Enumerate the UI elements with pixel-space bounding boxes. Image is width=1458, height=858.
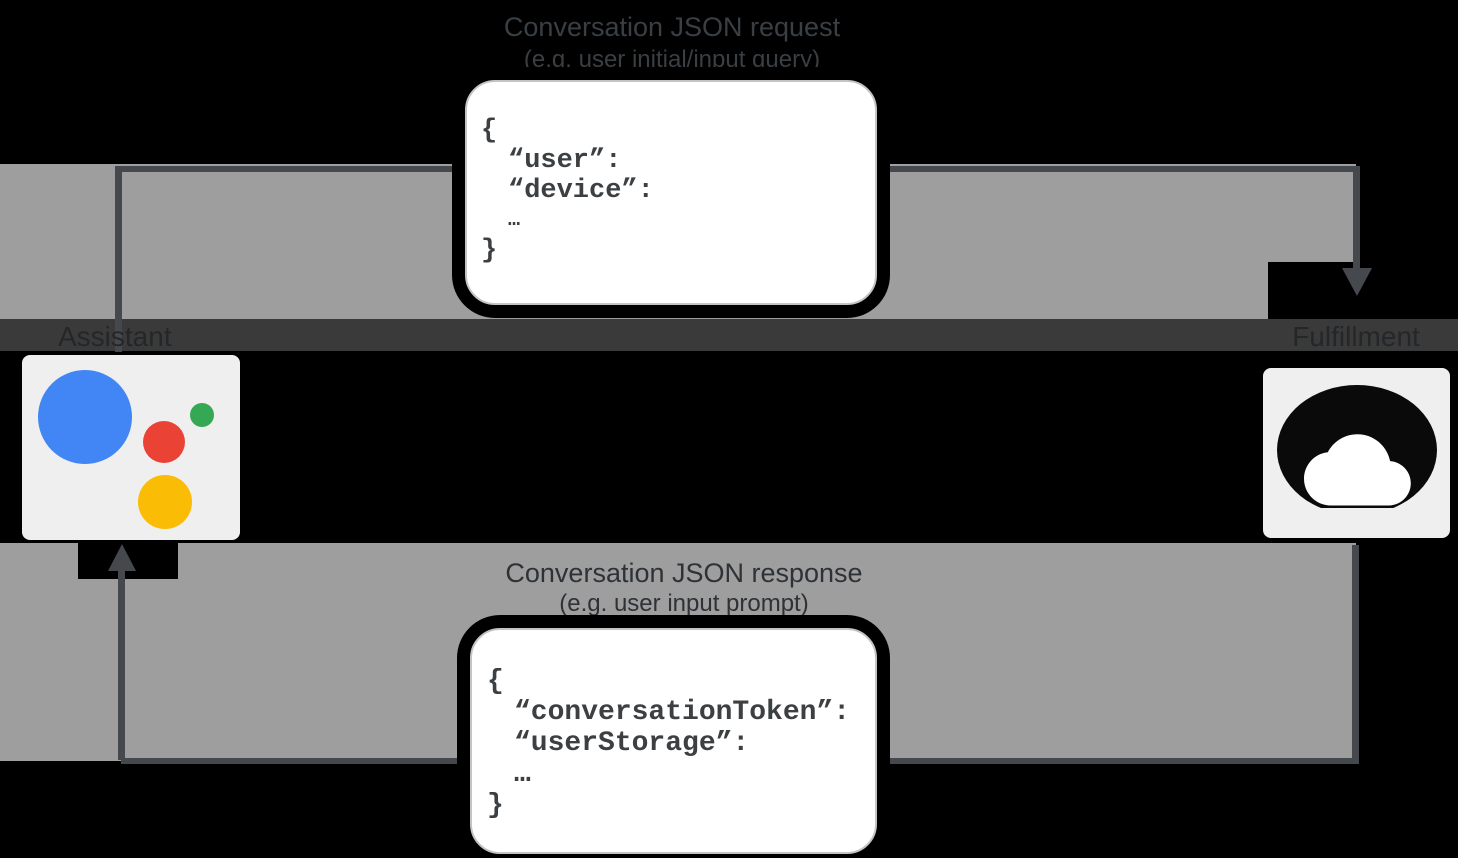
code-line: { (487, 666, 504, 697)
request-arrow-line (1353, 166, 1360, 270)
code-line: { (481, 116, 498, 146)
response-json-box: { “conversationToken”: “userStorage”: … … (470, 628, 877, 854)
request-arrowhead-down-icon (1342, 268, 1372, 296)
assistant-label: Assistant (58, 321, 172, 352)
response-arrowhead-up-icon (108, 544, 136, 571)
response-arrow-line (118, 570, 125, 760)
code-line: “device”: (508, 176, 654, 206)
request-subtitle: (e.g. user initial/input query) (523, 46, 821, 73)
response-title: Conversation JSON response (505, 558, 863, 588)
code-line-ellipsis: … (508, 209, 521, 232)
response-subtitle: (e.g. user input prompt) (559, 590, 809, 617)
assistant-yellow-circle (138, 475, 192, 529)
code-line-ellipsis: … (514, 759, 531, 790)
cloud-fulfillment-icon (1276, 385, 1437, 522)
assistant-node-card (22, 355, 240, 540)
request-arrow-line (115, 166, 122, 352)
code-line: } (481, 236, 498, 266)
node-label-band (0, 319, 1458, 351)
code-line: } (487, 790, 504, 821)
fulfillment-label: Fulfillment (1292, 321, 1420, 352)
response-arrow-line (1352, 545, 1359, 764)
assistant-blue-circle (38, 370, 132, 464)
code-line: “user”: (508, 146, 622, 176)
assistant-green-dot (190, 403, 214, 427)
request-title: Conversation JSON request (503, 12, 841, 42)
code-line: “userStorage”: (514, 728, 750, 759)
code-line: “conversationToken”: (514, 697, 851, 728)
fulfillment-node-card (1263, 368, 1450, 538)
google-assistant-icon (22, 355, 240, 540)
request-json-box: { “user”: “device”: … } (465, 80, 877, 305)
assistant-red-circle (143, 421, 185, 463)
